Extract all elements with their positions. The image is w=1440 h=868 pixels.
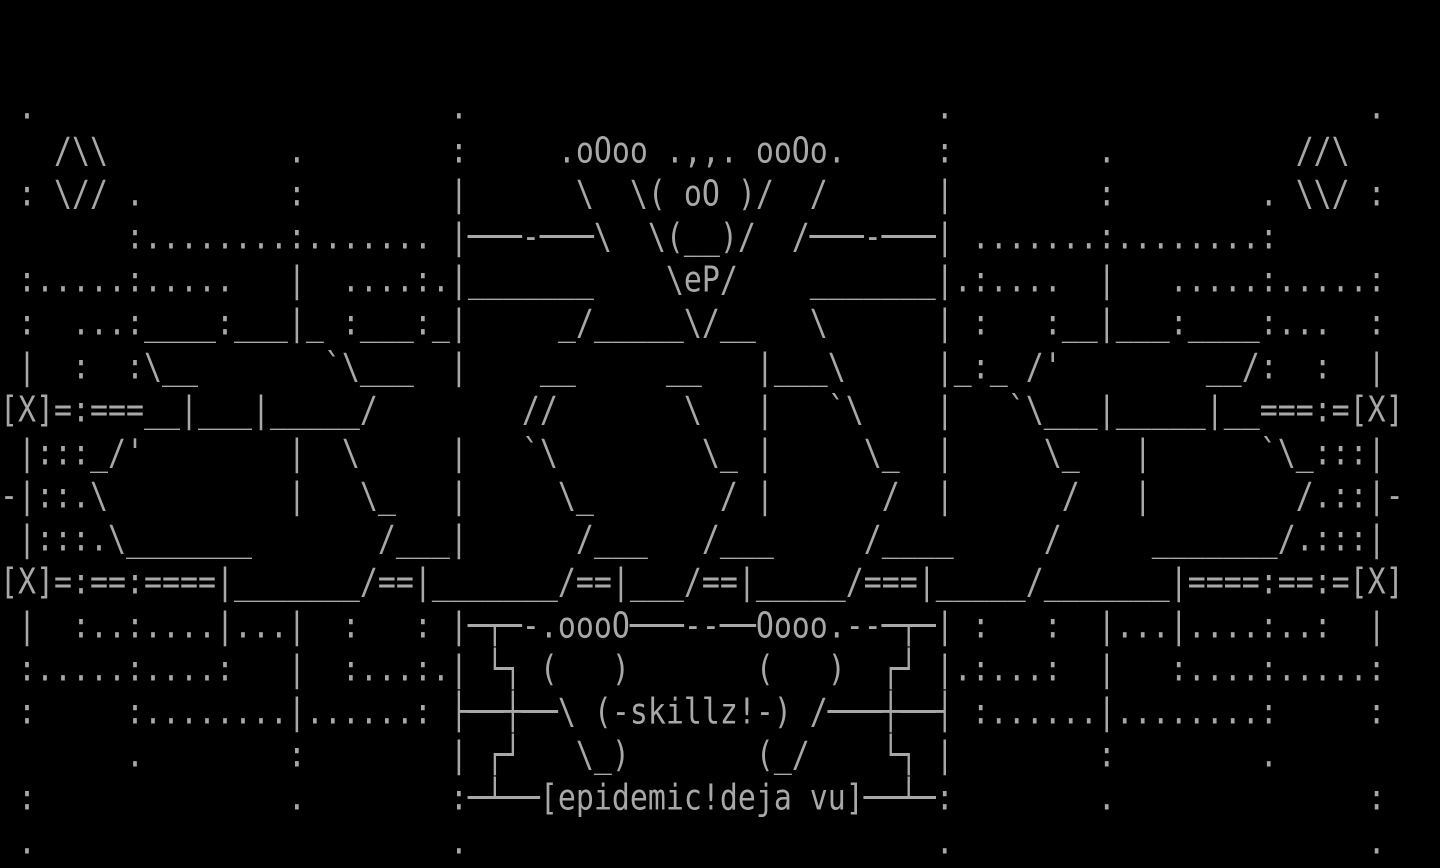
ascii-line: :.....:....: | :...:.| └┐ ( ) ( ) ┌┘ |.:… [0, 648, 1386, 690]
ascii-line-credit: : . :─┴──[epidemic!deja vu]──┴─: . : [0, 778, 1386, 820]
ascii-line: . . . . [0, 821, 1386, 863]
ascii-line: -|::.\ | \_ | \_ / | / | / | /.::|- [0, 475, 1404, 518]
ascii-line-skillz-tag: : :........|......: ├──┼──\ (-skillz!-) … [0, 691, 1386, 734]
ascii-line-flames-top: /\\ . : .oOoo .,,. ooOo. : . //\ [0, 130, 1350, 172]
ascii-line: | : :\__ `\___ | __ __ |___\ |_:_ /' __/… [0, 346, 1386, 388]
ascii-line: :........:....... |───-───\ \(__)/ /───-… [0, 216, 1278, 259]
ascii-line: . . . . [0, 87, 1386, 129]
ascii-line: |:::_/' | \ | `\ \_ | \_ | \_ | `\_:::| [0, 432, 1386, 475]
ascii-line: : \// . : | \ \( oO )/ / | : . \\/ : [0, 173, 1386, 215]
ascii-line-ep-tag: :.....:..... | ....:.|_______ \eP/ _____… [0, 259, 1386, 302]
ascii-line: . : | ┌┘ \_) (_/ └┐ | : . [0, 735, 1278, 777]
ascii-line-x-marker-top: [X]=:===__|___|_____/ // \ | `\ | `\___|… [0, 389, 1404, 431]
ascii-line: : ...:____:___|_ :___:_| _/_____\/__ \ |… [0, 303, 1386, 345]
ascii-line-footprints: | :..:....|...| : : |─┬─-.oooO───--──Ooo… [0, 605, 1386, 647]
ascii-line: |:::.\_______ /___| /___ /___ /____ / __… [0, 519, 1386, 561]
ascii-line-x-marker-bottom: [X]=:==:====|_______/==|_______/==|___/=… [0, 562, 1404, 604]
